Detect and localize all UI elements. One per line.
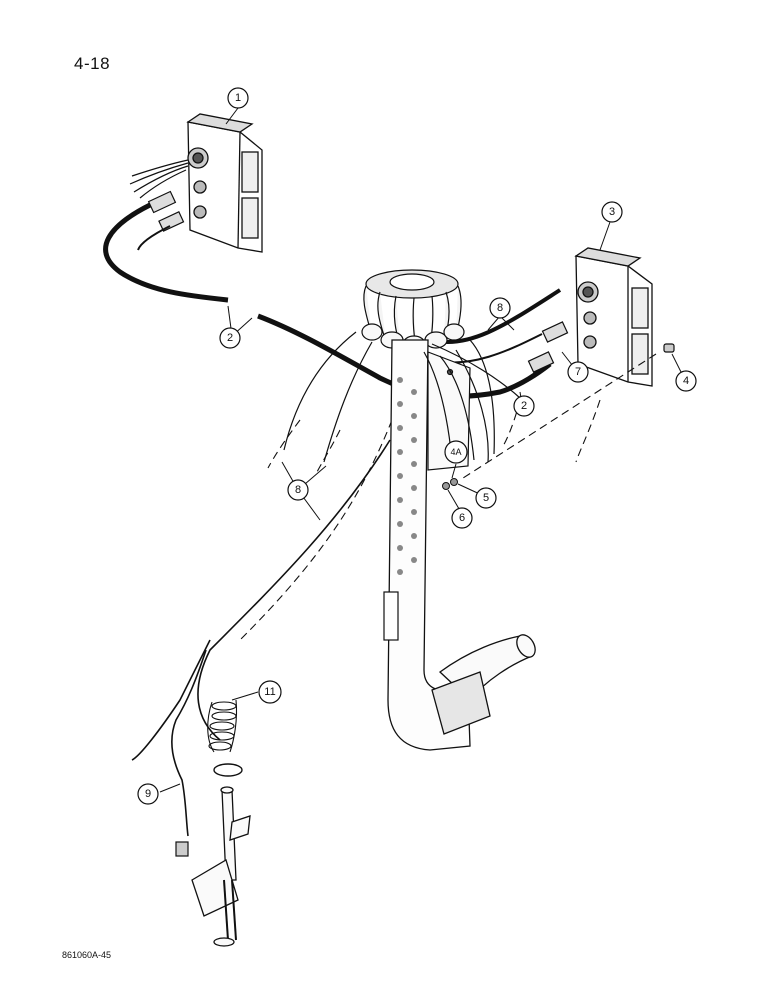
coiled-sleeve-11 xyxy=(207,699,238,753)
plug-connectors-7 xyxy=(527,321,569,373)
callout-2b: 2 xyxy=(513,395,535,417)
callout-4-label: 4 xyxy=(683,375,689,387)
mounting-stand xyxy=(191,786,251,947)
tube-holes xyxy=(397,377,417,575)
callout-3: 3 xyxy=(601,201,623,223)
strap-clip xyxy=(383,591,399,641)
callout-6: 6 xyxy=(451,507,473,529)
callout-11: 11 xyxy=(258,680,282,704)
callout-4a-label: 4A xyxy=(450,447,461,457)
rubber-boot xyxy=(361,269,465,353)
cable-2-lead xyxy=(137,225,171,251)
callout-2a: 2 xyxy=(219,327,241,349)
bolt-4 xyxy=(663,343,675,353)
callout-9: 9 xyxy=(137,783,159,805)
hardware-5-6 xyxy=(442,478,458,490)
cable-2-upper xyxy=(103,202,229,303)
callout-11-label: 11 xyxy=(264,686,275,698)
callout-4a: 4A xyxy=(444,440,468,464)
vertical-tube xyxy=(387,339,471,751)
callout-8a: 8 xyxy=(489,297,511,319)
callout-5: 5 xyxy=(475,487,497,509)
callout-8b: 8 xyxy=(287,479,309,501)
callout-7-label: 7 xyxy=(575,366,581,378)
callout-8a-label: 8 xyxy=(497,302,503,314)
callout-1: 1 xyxy=(227,87,249,109)
callout-2a-label: 2 xyxy=(227,332,233,344)
callout-6-label: 6 xyxy=(459,512,465,524)
callout-2b-label: 2 xyxy=(521,400,527,412)
page-number: 4-18 xyxy=(74,54,111,73)
controller-module-3 xyxy=(574,247,653,387)
callout-8b-label: 8 xyxy=(295,484,301,496)
figure-code: 861060A-45 xyxy=(62,950,112,960)
controller-module-1 xyxy=(186,113,263,253)
callout-4: 4 xyxy=(675,370,697,392)
clamp-ring xyxy=(213,763,243,777)
callout-5-label: 5 xyxy=(483,492,489,504)
elbow-outlet xyxy=(431,634,536,735)
harness-strands-1 xyxy=(129,159,189,199)
plug-connectors-1 xyxy=(147,190,185,232)
callout-9-label: 9 xyxy=(145,788,151,800)
callout-3-label: 3 xyxy=(609,206,615,218)
callout-7: 7 xyxy=(567,361,589,383)
sensor-connector xyxy=(175,841,189,857)
harness-9 xyxy=(131,439,391,837)
callout-1-label: 1 xyxy=(235,92,241,104)
